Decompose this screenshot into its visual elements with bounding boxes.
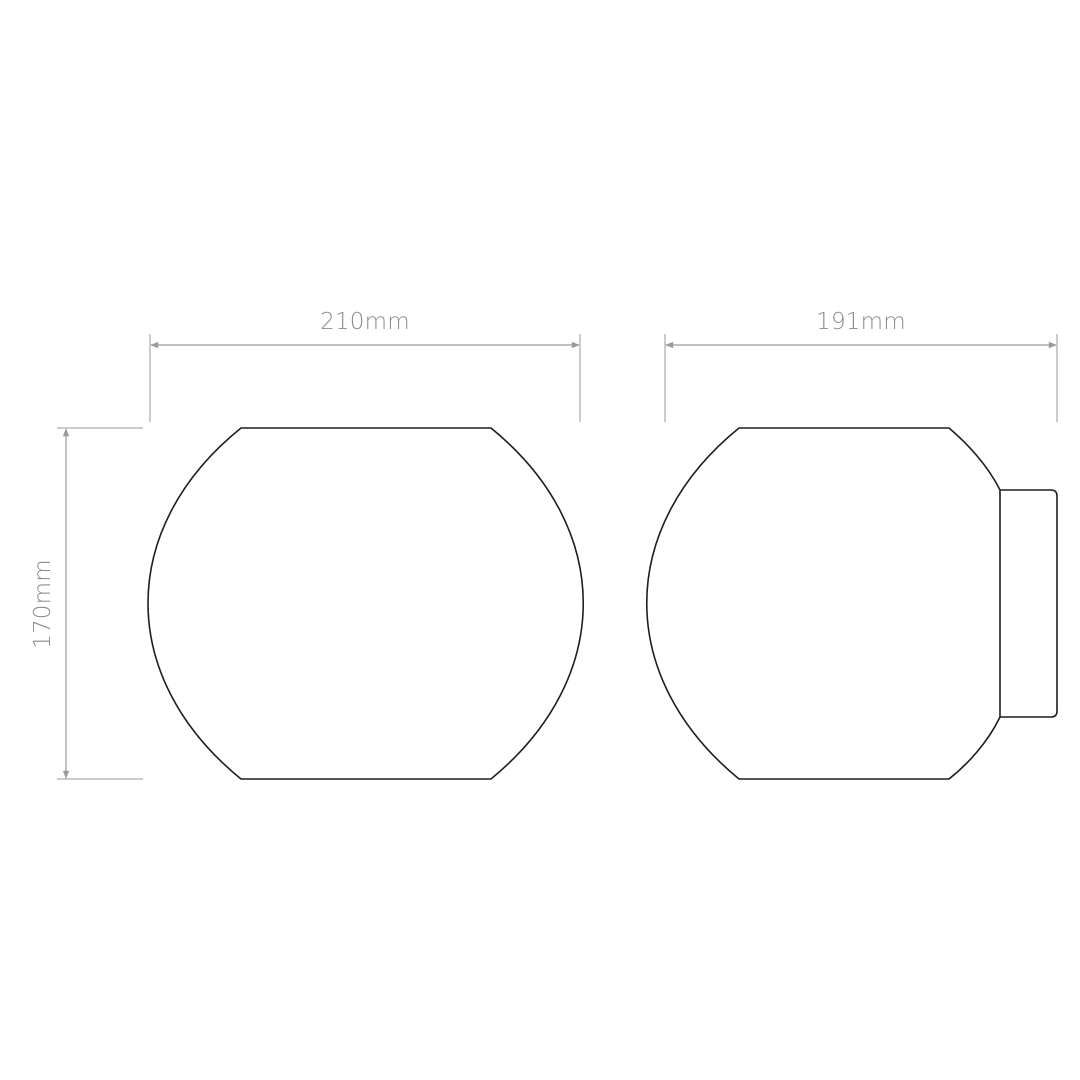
height-label: 170mm (30, 559, 56, 649)
side-depth-dimension: 191mm (664, 309, 1058, 422)
side-depth-label: 191mm (816, 309, 906, 335)
wall-mount-plate (1000, 489, 1058, 718)
front-view-outline (147, 427, 585, 780)
front-width-label: 210mm (320, 309, 410, 335)
front-width-dimension: 210mm (149, 309, 581, 422)
side-view-body-outline (645, 427, 1001, 780)
height-dimension: 170mm (30, 427, 143, 780)
